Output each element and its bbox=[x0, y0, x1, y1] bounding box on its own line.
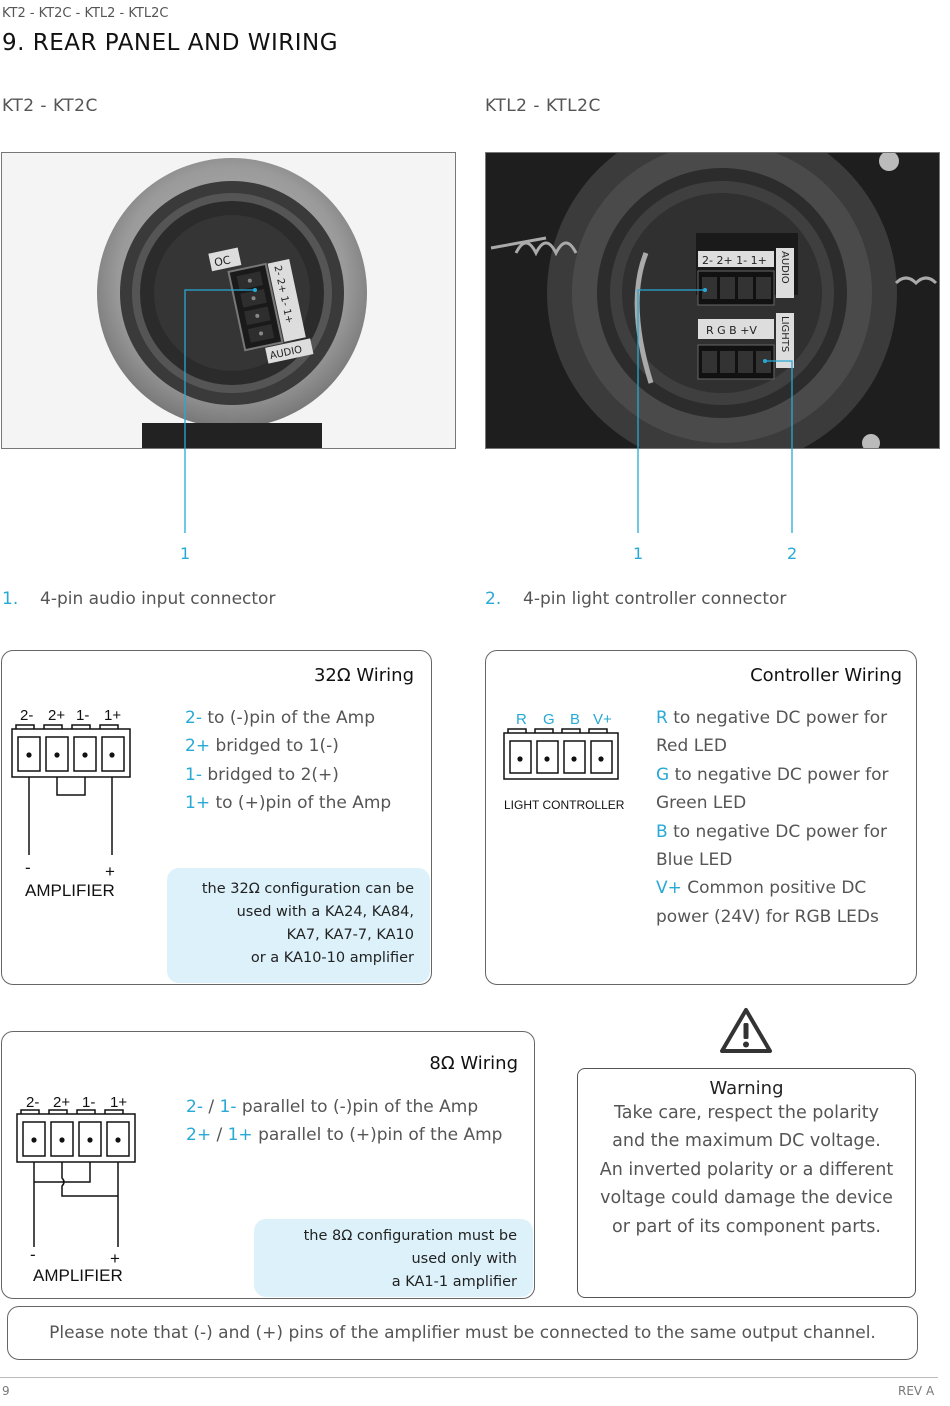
wiring-8-box bbox=[1, 1031, 535, 1299]
footer-note: Please note that (-) and (+) pins of the… bbox=[7, 1306, 918, 1360]
controller-line: B to negative DC power for bbox=[656, 821, 887, 842]
page-number: 9 bbox=[2, 1384, 10, 1398]
left-column-title: KT2 - KT2C bbox=[2, 96, 98, 116]
controller-lines: R to negative DC power for Red LED G to … bbox=[656, 704, 889, 931]
controller-line: V+ Common positive DC bbox=[656, 878, 867, 899]
ktl2-lights-label: LIGHTS bbox=[779, 316, 790, 352]
wiring-32-box bbox=[1, 650, 432, 985]
pin8-label-1minus: 1- bbox=[82, 1094, 95, 1111]
callout-2-right: 2 bbox=[787, 544, 798, 563]
header-model-line: KT2 - KT2C - KTL2 - KTL2C bbox=[2, 6, 169, 21]
warning-title: Warning bbox=[709, 1078, 784, 1099]
legend-item-2-text: 4-pin light controller connector bbox=[523, 589, 787, 609]
wiring-32-line: 2+ bridged to 1(-) bbox=[185, 736, 339, 757]
wiring-8-line: 2+ / 1+ parallel to (+)pin of the Amp bbox=[186, 1125, 503, 1146]
amp-minus-32: - bbox=[25, 858, 31, 877]
legend-item-1: 1. 4-pin audio input connector bbox=[2, 589, 275, 609]
controller-line: power (24V) for RGB LEDs bbox=[656, 906, 879, 927]
pin8-label-1plus: 1+ bbox=[110, 1094, 127, 1111]
ktl2-light-pins: R G B +V bbox=[706, 324, 757, 337]
wiring-8-diagram: 2- 2+ 1- 1+ - + bbox=[16, 1094, 136, 1268]
pin8-label-2plus: 2+ bbox=[53, 1094, 70, 1111]
callout-1-right: 1 bbox=[633, 544, 644, 563]
warning-triangle-icon bbox=[720, 1008, 772, 1053]
legend-item-1-number: 1. bbox=[2, 589, 19, 609]
amplifier-label-32: AMPLIFIER bbox=[25, 881, 115, 900]
amp-minus-8: - bbox=[30, 1245, 36, 1264]
pin-label-1minus: 1- bbox=[76, 707, 89, 724]
controller-wiring-box bbox=[485, 650, 917, 985]
right-column-title: KTL2 - KTL2C bbox=[485, 96, 601, 116]
pin8-label-2minus: 2- bbox=[26, 1094, 39, 1111]
controller-line: R to negative DC power for bbox=[656, 708, 888, 728]
page-title: 9. REAR PANEL AND WIRING bbox=[2, 30, 339, 56]
wiring-32-lines: 2- to (-)pin of the Amp 2+ bridged to 1(… bbox=[185, 704, 391, 818]
legend-item-1-text: 4-pin audio input connector bbox=[40, 589, 276, 609]
wiring-32-line: 2- to (-)pin of the Amp bbox=[185, 708, 375, 728]
wiring-8-lines: 2- / 1- parallel to (-)pin of the Amp 2+… bbox=[186, 1093, 502, 1150]
controller-diagram: R G B V+ bbox=[503, 711, 619, 780]
callout-lines bbox=[184, 288, 793, 533]
controller-line: Red LED bbox=[656, 736, 728, 757]
controller-line: Green LED bbox=[656, 793, 747, 814]
pin-label-1plus: 1+ bbox=[104, 707, 121, 724]
amp-plus-8: + bbox=[110, 1249, 120, 1268]
ctrl-pin-r: R bbox=[516, 711, 527, 728]
amp-plus-32: + bbox=[105, 862, 115, 881]
controller-line: Blue LED bbox=[656, 850, 733, 871]
ctrl-pin-vplus: V+ bbox=[593, 711, 612, 728]
legend-item-2-number: 2. bbox=[485, 589, 502, 609]
wiring-8-title: 8Ω Wiring bbox=[429, 1053, 518, 1074]
revision-label: REV A bbox=[898, 1384, 935, 1398]
kt2-rear-photo: OC 2- 2+ 1- 1+ AUDIO bbox=[1, 152, 456, 449]
pin-label-2plus: 2+ bbox=[48, 707, 65, 724]
wiring-8-line: 2- / 1- parallel to (-)pin of the Amp bbox=[186, 1097, 479, 1117]
wiring-32-line: 1+ to (+)pin of the Amp bbox=[185, 793, 392, 814]
ktl2-audio-pins: 2- 2+ 1- 1+ bbox=[702, 254, 767, 267]
controller-wiring-title: Controller Wiring bbox=[750, 665, 902, 686]
footer-divider bbox=[0, 1377, 938, 1378]
callout-1-left: 1 bbox=[180, 544, 191, 563]
wiring-32-line: 1- bridged to 2(+) bbox=[185, 764, 339, 785]
wiring-32-diagram: 2- 2+ 1- 1+ - + bbox=[11, 707, 131, 881]
controller-line: G to negative DC power for bbox=[656, 764, 889, 785]
legend-item-2: 2. 4-pin light controller connector bbox=[485, 589, 786, 609]
wiring-32-title: 32Ω Wiring bbox=[313, 665, 414, 686]
ctrl-pin-b: B bbox=[570, 711, 580, 728]
oc-label: OC bbox=[213, 253, 232, 269]
pin-label-2minus: 2- bbox=[20, 707, 33, 724]
ctrl-pin-g: G bbox=[543, 711, 555, 728]
ktl2-audio-label: AUDIO bbox=[779, 251, 790, 284]
amplifier-label-8: AMPLIFIER bbox=[33, 1266, 123, 1285]
ktl2-rear-photo: 2- 2+ 1- 1+ AUDIO R G B +V LIGHTS bbox=[485, 152, 940, 449]
light-controller-label: LIGHT CONTROLLER bbox=[504, 798, 625, 812]
